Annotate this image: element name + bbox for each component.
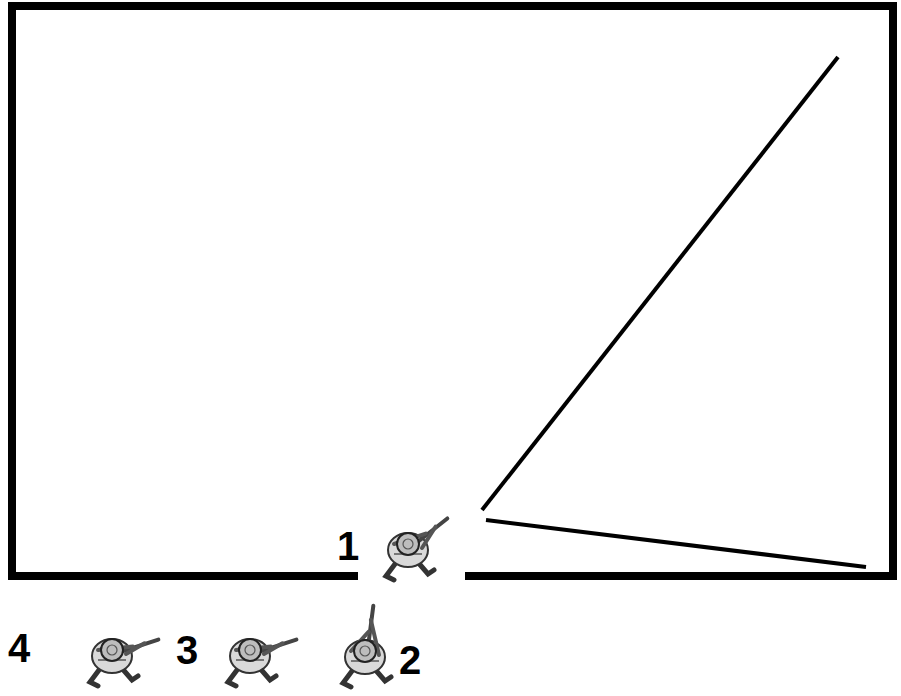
callout-number: 1: [337, 526, 359, 566]
soldier: [386, 518, 447, 580]
callout-number: 2: [399, 640, 421, 680]
sector-line: [482, 57, 838, 510]
callout-number: 3: [176, 630, 198, 670]
sector-line: [486, 520, 866, 567]
soldier: [90, 639, 158, 686]
callout-number: 4: [8, 628, 30, 668]
soldier: [343, 606, 391, 687]
soldier: [228, 639, 296, 686]
soldier-figures: [90, 518, 447, 687]
room-wall: [12, 6, 893, 576]
